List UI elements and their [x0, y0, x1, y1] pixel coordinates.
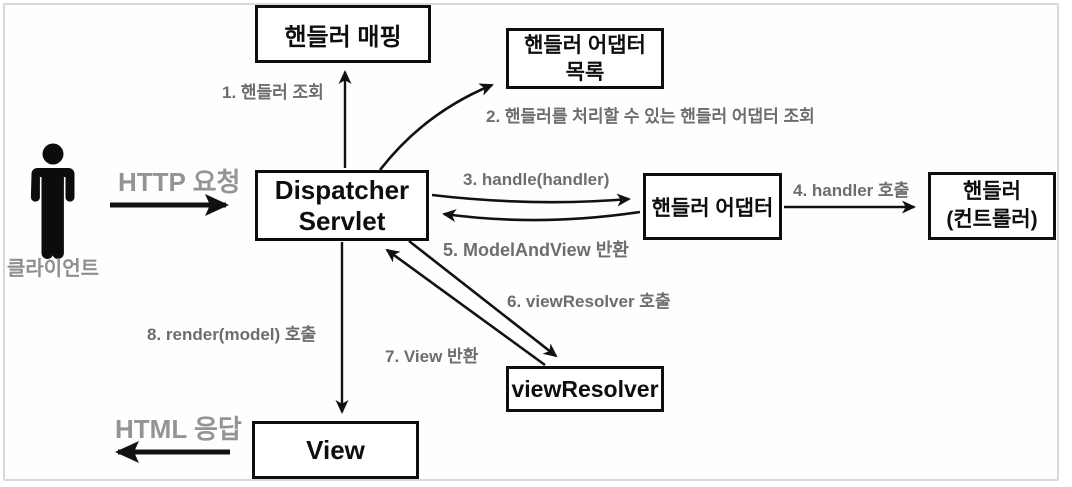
step2-label: 2. 핸들러를 처리할 수 있는 핸들러 어댑터 조회 — [486, 107, 815, 126]
arrow-step3-handle — [431, 193, 631, 207]
step6-label: 6. viewResolver 호출 — [507, 292, 671, 311]
http-request-label: HTTP 요청 — [118, 167, 241, 197]
arrow-step2-adapter-lookup — [378, 83, 494, 171]
node-view-resolver: viewResolver — [506, 366, 664, 412]
person-icon — [30, 143, 75, 259]
node-handler-adapter-list: 핸들러 어댑터 목록 — [506, 28, 664, 89]
node-handler-controller: 핸들러 (컨트롤러) — [928, 172, 1056, 240]
step3-label: 3. handle(handler) — [463, 170, 610, 189]
arrow-step6-viewresolver-call — [408, 239, 558, 358]
arrow-step5-modelandview-return — [442, 209, 641, 223]
node-view: View — [252, 421, 419, 479]
step8-label: 8. render(model) 호출 — [147, 325, 317, 344]
html-response-label: HTML 응답 — [115, 414, 242, 444]
step5-label: 5. ModelAndView 반환 — [443, 240, 629, 260]
node-handler-adapter: 핸들러 어댑터 — [643, 173, 782, 240]
step7-label: 7. View 반환 — [385, 347, 479, 366]
step1-label: 1. 핸들러 조회 — [222, 83, 324, 102]
node-dispatcher-servlet: Dispatcher Servlet — [255, 170, 429, 241]
client-label: 클라이언트 — [7, 258, 99, 280]
node-handler-mapping: 핸들러 매핑 — [255, 5, 431, 63]
step4-label: 4. handler 호출 — [793, 181, 910, 200]
arrow-step7-view-return — [385, 248, 546, 367]
